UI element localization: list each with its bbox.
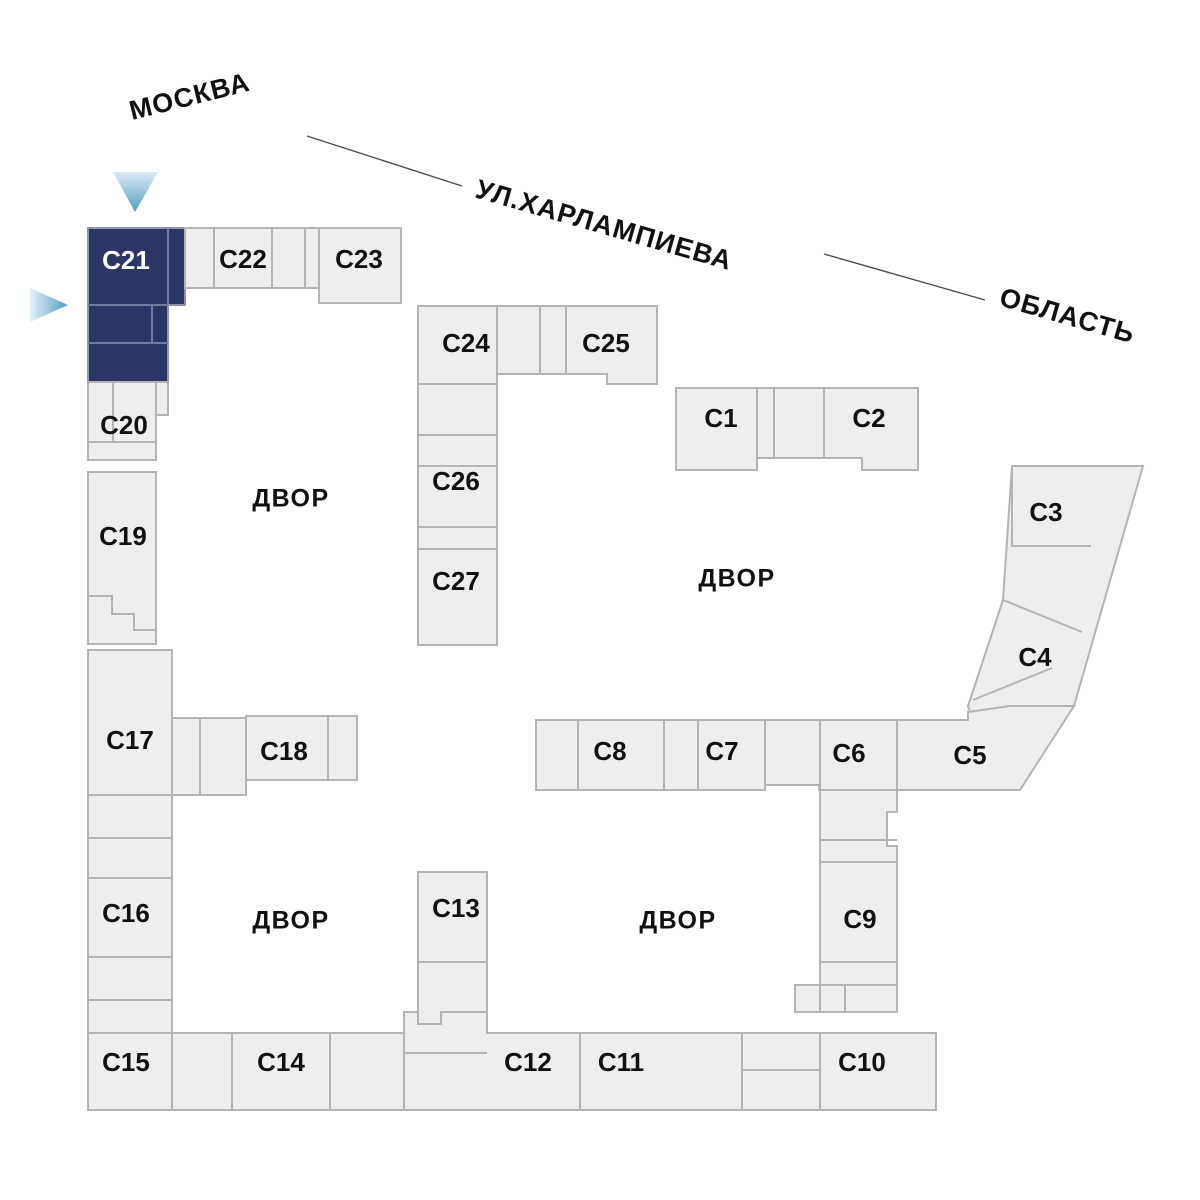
building-south-row-dividers bbox=[171, 1033, 821, 1110]
building-group-midrow[interactable]: C8 C7 C6 C5 C9 bbox=[535, 705, 1076, 1013]
building-label-C7: C7 bbox=[705, 736, 738, 766]
building-label-C23: C23 bbox=[335, 244, 383, 274]
building-label-C13: C13 bbox=[432, 893, 480, 923]
building-label-C20: C20 bbox=[100, 410, 148, 440]
building-group-C22-C23[interactable]: C22 C23 bbox=[184, 227, 402, 304]
building-midrow-dividers bbox=[577, 720, 898, 986]
building-group-C26[interactable]: C26 bbox=[417, 383, 498, 528]
building-label-C12: C12 bbox=[504, 1047, 552, 1077]
building-group-C13[interactable]: C13 bbox=[417, 871, 488, 1025]
building-C1-C2-dividers bbox=[756, 388, 825, 470]
building-C9-stem-shape[interactable] bbox=[819, 789, 898, 1013]
building-label-C10: C10 bbox=[838, 1047, 886, 1077]
building-group-C20[interactable]: C20 bbox=[87, 381, 169, 461]
building-group-C18[interactable]: C18 bbox=[245, 715, 358, 781]
building-C1-C2-shape[interactable] bbox=[675, 387, 919, 471]
building-label-C17: C17 bbox=[106, 725, 154, 755]
building-label-C8: C8 bbox=[593, 736, 626, 766]
building-label-C1: C1 bbox=[704, 403, 737, 433]
building-C16-dividers bbox=[88, 837, 172, 1001]
building-label-C25: C25 bbox=[582, 328, 630, 358]
building-C19-shape[interactable] bbox=[87, 471, 157, 645]
building-label-C11: C11 bbox=[598, 1047, 644, 1077]
building-group-C19[interactable]: C19 bbox=[87, 471, 157, 645]
building-group-C17[interactable]: C17 bbox=[87, 649, 247, 796]
building-label-C3: C3 bbox=[1029, 497, 1062, 527]
building-label-C5: C5 bbox=[953, 740, 986, 770]
building-group-C27[interactable]: C27 bbox=[417, 526, 498, 646]
yard-label-sw: ДВОР bbox=[252, 907, 329, 935]
building-label-C19: C19 bbox=[99, 521, 147, 551]
street-label-moskva: МОСКВА bbox=[126, 67, 253, 126]
yard-labels: ДВОР ДВОР ДВОР ДВОР bbox=[252, 485, 775, 935]
building-C18-shape[interactable] bbox=[245, 715, 358, 781]
building-C21-dividers bbox=[88, 228, 169, 344]
street-label-oblast: ОБЛАСТЬ bbox=[996, 282, 1138, 349]
building-group-C21[interactable]: C21 bbox=[87, 227, 186, 383]
building-label-C18: C18 bbox=[260, 736, 308, 766]
building-label-C15: C15 bbox=[102, 1047, 150, 1077]
building-label-C4: C4 bbox=[1018, 642, 1052, 672]
yard-label-se: ДВОР bbox=[639, 907, 716, 935]
leader-line-oblast bbox=[823, 253, 986, 301]
building-label-C6: C6 bbox=[832, 738, 865, 768]
building-group-C1-C2[interactable]: C1 C2 bbox=[675, 387, 919, 471]
building-label-C21: C21 bbox=[102, 245, 150, 275]
leader-line-moskva bbox=[306, 135, 463, 187]
building-label-C9: C9 bbox=[843, 904, 876, 934]
yard-label-ne: ДВОР bbox=[698, 565, 775, 593]
building-group-C3-C4[interactable]: C3 C4 bbox=[966, 465, 1145, 714]
building-C3-C4-dividers bbox=[972, 466, 1091, 701]
building-group-south-row[interactable]: C15 C14 C12 C11 C10 bbox=[87, 1011, 937, 1111]
building-C26-dividers bbox=[418, 434, 497, 467]
arrow-right-icon bbox=[30, 288, 68, 322]
building-C22-C23-shape[interactable] bbox=[184, 227, 402, 304]
building-C17-shape[interactable] bbox=[87, 649, 247, 796]
building-label-C27: C27 bbox=[432, 566, 480, 596]
building-C22-C23-dividers bbox=[213, 228, 320, 288]
building-south-row-shape[interactable] bbox=[87, 1011, 937, 1111]
street-label-harlampieva: УЛ.ХАРЛАМПИЕВА bbox=[472, 174, 735, 276]
building-label-C22: C22 bbox=[219, 244, 267, 274]
building-C20-dividers bbox=[88, 382, 157, 443]
building-group-C24-C25[interactable]: C24 C25 bbox=[417, 305, 658, 385]
building-label-C14: C14 bbox=[257, 1047, 305, 1077]
building-C24-C25-dividers bbox=[496, 306, 567, 384]
building-label-C2: C2 bbox=[852, 403, 885, 433]
building-C26-shape[interactable] bbox=[417, 383, 498, 528]
building-label-C26: C26 bbox=[432, 466, 480, 496]
building-label-C24: C24 bbox=[442, 328, 490, 358]
building-C13-shape[interactable] bbox=[417, 871, 488, 1025]
building-group-C16[interactable]: C16 bbox=[87, 794, 173, 1034]
building-C19-dividers bbox=[88, 595, 156, 631]
entrance-markers bbox=[30, 172, 158, 322]
building-C27-shape[interactable] bbox=[417, 526, 498, 646]
building-label-C16: C16 bbox=[102, 898, 150, 928]
arrow-down-icon bbox=[113, 172, 158, 212]
yard-label-nw: ДВОР bbox=[252, 485, 329, 513]
